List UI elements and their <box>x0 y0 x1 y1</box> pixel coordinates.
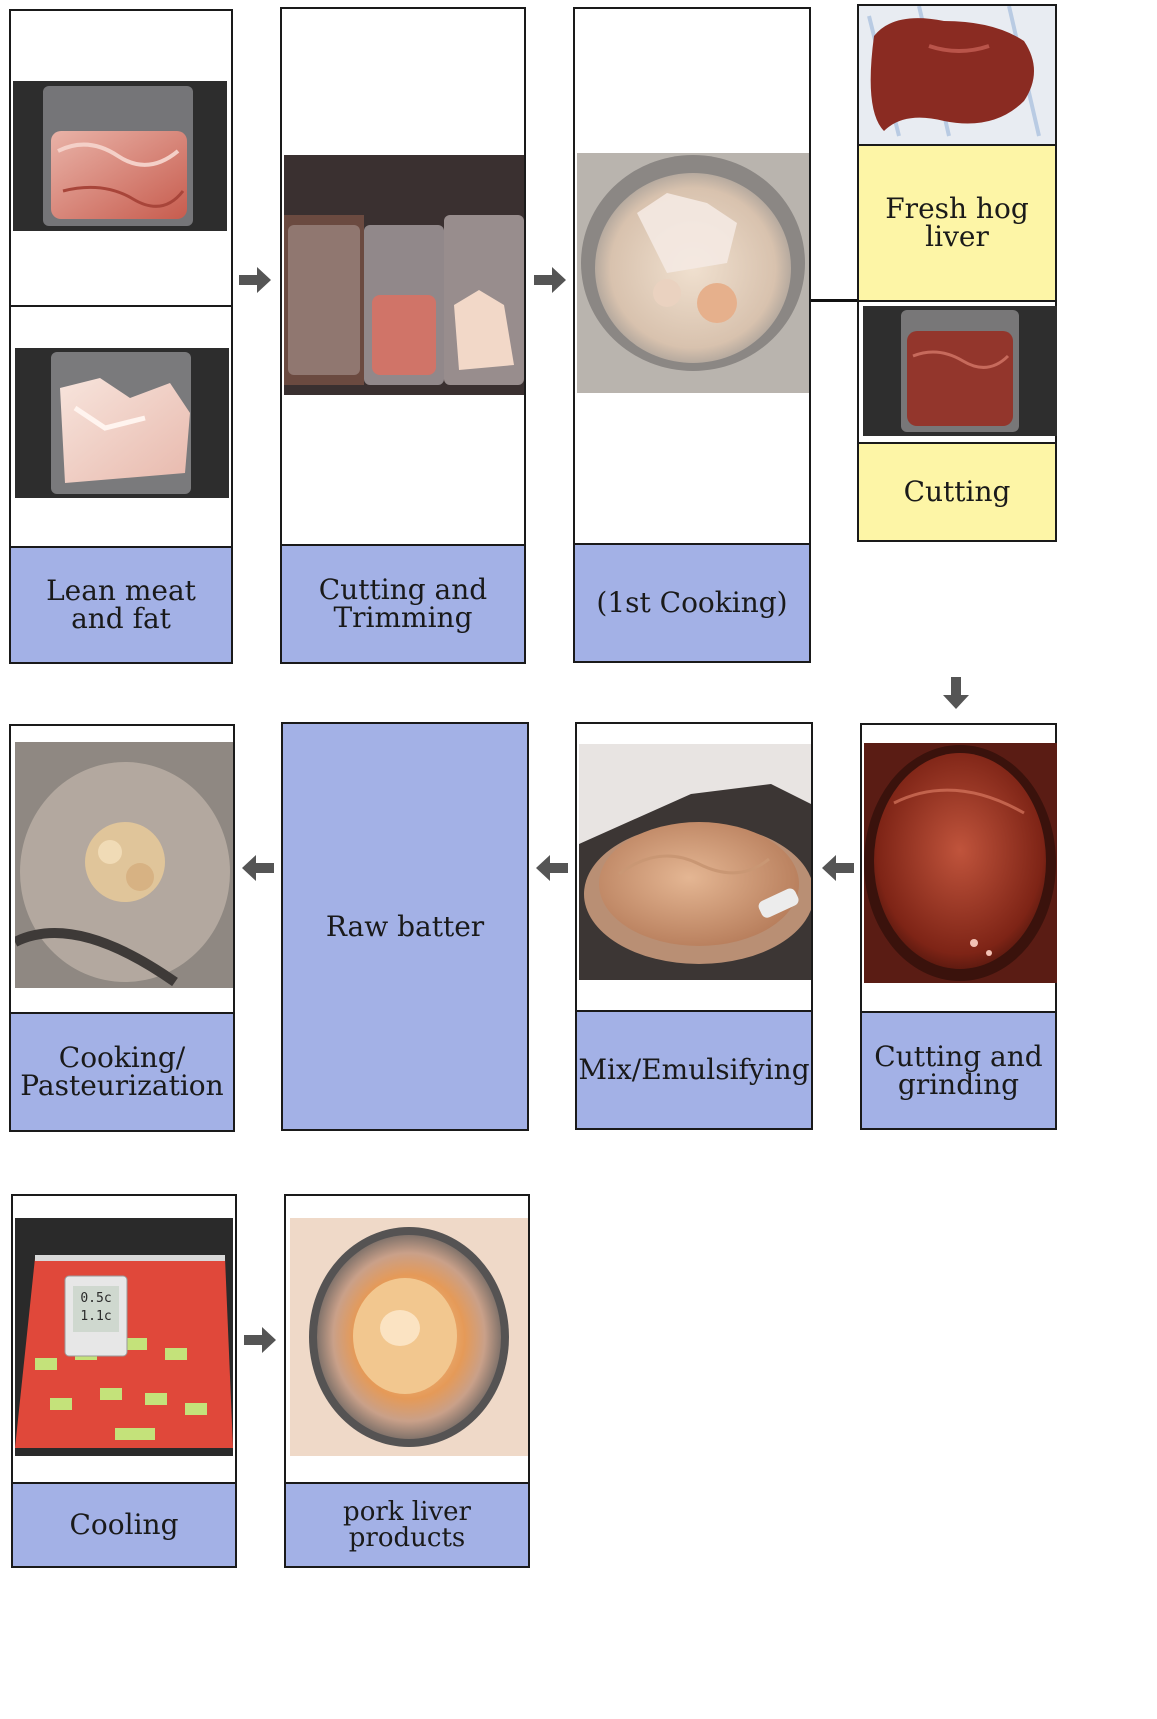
photo-cooling-tray: 0.5c 1.1c <box>15 1218 233 1456</box>
step-label: Mix/Emulsifying <box>577 1010 811 1128</box>
step-label: Fresh hog liver <box>859 144 1055 302</box>
photo-lean-meat-bag <box>13 81 227 231</box>
step-cutting-and-trimming: Cutting and Trimming <box>280 7 526 664</box>
arrow-left-icon <box>820 854 856 882</box>
lean-meat-bag-image <box>13 81 227 231</box>
arrow-right-icon <box>237 266 273 294</box>
first-cooking-pot-image <box>577 153 809 393</box>
step-cooling: 0.5c 1.1c Cooling <box>11 1194 237 1568</box>
step-first-cooking: (1st Cooking) <box>573 7 811 663</box>
photo-pork-liver-product <box>290 1218 528 1456</box>
thermometer-line1: 0.5c <box>77 1290 115 1308</box>
photo-fresh-hog-liver <box>859 6 1055 144</box>
cooling-tray-image <box>15 1218 233 1456</box>
step-label: (1st Cooking) <box>575 543 809 661</box>
cooking-pot-image <box>15 742 233 988</box>
liver-prep-column: Fresh hog liver Cutting <box>857 4 1057 542</box>
arrow-right-icon <box>242 1326 278 1354</box>
liver-cutting-bag-image <box>863 306 1057 436</box>
photo-fat-bag <box>15 348 229 498</box>
arrow-right-icon <box>532 266 568 294</box>
step-label: Lean meat and fat <box>11 546 231 662</box>
step-pork-liver-products: pork liver products <box>284 1194 530 1568</box>
pork-liver-product-image <box>290 1218 528 1456</box>
step-label: Cutting and Trimming <box>282 544 524 662</box>
step-label: Cooking/ Pasteurization <box>11 1012 233 1130</box>
step-cutting-and-grinding: Cutting and grinding <box>860 723 1057 1130</box>
photo-cut-meat-bags <box>284 155 524 395</box>
photo-liver-cutting-bag <box>863 306 1057 436</box>
thermometer-line2: 1.1c <box>77 1308 115 1326</box>
step-label: Cooling <box>13 1482 235 1566</box>
step-label: Cutting and grinding <box>862 1011 1055 1128</box>
step-label: Cutting <box>859 442 1055 540</box>
liver-paste-image <box>864 743 1057 983</box>
fresh-hog-liver-image <box>859 6 1055 144</box>
step-mix-emulsifying: Mix/Emulsifying <box>575 722 813 1130</box>
step-cooking-pasteurization: Cooking/ Pasteurization <box>9 724 235 1132</box>
connector-line <box>811 299 857 302</box>
arrow-left-icon <box>534 854 570 882</box>
arrow-down-icon <box>942 675 970 711</box>
arrow-left-icon <box>240 854 276 882</box>
step-label: pork liver products <box>286 1482 528 1566</box>
emulsified-batter-image <box>579 744 811 980</box>
photo-liver-paste <box>864 743 1057 983</box>
photo-first-cooking-pot <box>577 153 809 393</box>
divider <box>11 305 231 307</box>
cut-meat-bags-image <box>284 155 524 395</box>
fat-bag-image <box>15 348 229 498</box>
thermometer-display: 0.5c 1.1c <box>77 1290 115 1326</box>
step-raw-batter: Raw batter <box>281 722 529 1131</box>
step-lean-meat-and-fat: Lean meat and fat <box>9 9 233 664</box>
photo-emulsified-batter <box>579 744 811 980</box>
photo-cooking-pot <box>15 742 233 988</box>
